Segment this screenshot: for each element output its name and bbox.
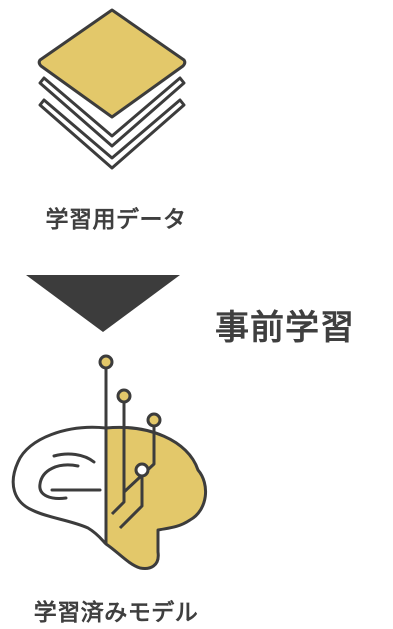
circuit-trace [118, 474, 144, 530]
circuit-node [146, 412, 162, 428]
circuit-node [98, 354, 114, 370]
circuit-node [116, 388, 132, 404]
brain-circuit-icon [11, 354, 208, 570]
layer-middle [38, 76, 186, 148]
layers-icon [37, 8, 187, 170]
layer-top [37, 8, 187, 119]
brain-outline [11, 425, 208, 570]
layer-bottom [38, 98, 186, 170]
process-label: 事前学習 [215, 308, 355, 348]
output-label: 学習済みモデル [33, 600, 199, 626]
brain-right-half [106, 427, 206, 569]
circuit-trace [110, 396, 126, 516]
down-arrow-icon [26, 275, 180, 332]
input-label: 学習用データ [45, 207, 187, 233]
circuit-trace [122, 420, 156, 494]
circuit-node [134, 462, 150, 478]
